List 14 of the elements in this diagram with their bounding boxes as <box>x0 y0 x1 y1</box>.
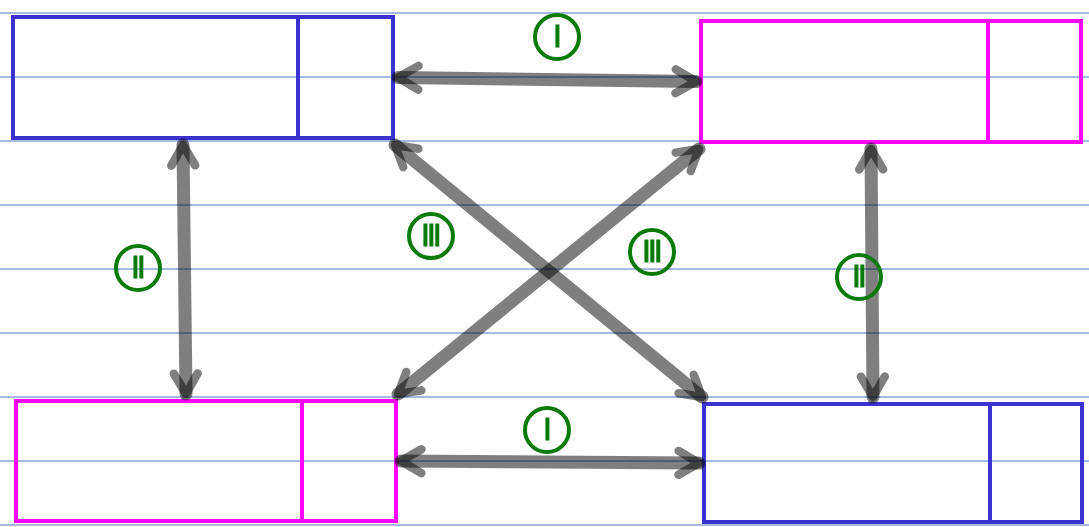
edge-label: Ⅱ <box>835 253 883 301</box>
split-box <box>702 402 1084 524</box>
edge-label: Ⅲ <box>628 228 676 276</box>
split-box <box>699 19 1083 144</box>
split-box <box>14 399 398 523</box>
edge-label: Ⅲ <box>407 212 455 260</box>
double-arrow <box>167 138 202 401</box>
double-arrow <box>391 61 703 98</box>
double-arrow <box>855 142 889 404</box>
edge-label: Ⅰ <box>533 13 581 61</box>
edge-label: Ⅰ <box>523 406 571 454</box>
edge-label: Ⅱ <box>114 244 162 292</box>
double-arrow <box>394 445 706 479</box>
split-box <box>11 15 395 140</box>
